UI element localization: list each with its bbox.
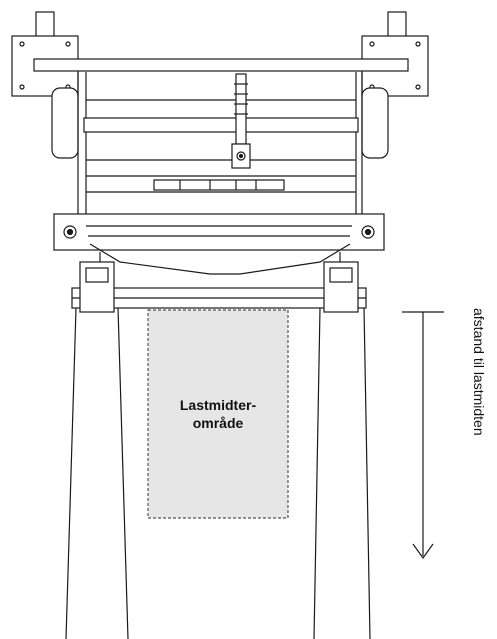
distance-label: afstand til lastmidten bbox=[471, 308, 487, 436]
left-mount-bracket bbox=[11, 11, 79, 97]
right-mount-bracket bbox=[361, 11, 429, 97]
right-fork-tine bbox=[313, 307, 371, 639]
hydraulic-cylinder bbox=[231, 73, 251, 169]
fork-bar bbox=[71, 261, 367, 313]
top-crossbar bbox=[33, 58, 409, 72]
load-center-label-line2: område bbox=[192, 415, 244, 431]
fork-carriage bbox=[53, 213, 385, 275]
load-center-label-line1: Lastmidter- bbox=[179, 397, 257, 413]
left-roller bbox=[51, 87, 79, 159]
right-roller bbox=[361, 87, 389, 159]
left-fork-tine bbox=[65, 307, 129, 639]
mast-frame bbox=[77, 72, 363, 215]
distance-arrow bbox=[402, 311, 444, 560]
load-center-area bbox=[147, 309, 289, 519]
